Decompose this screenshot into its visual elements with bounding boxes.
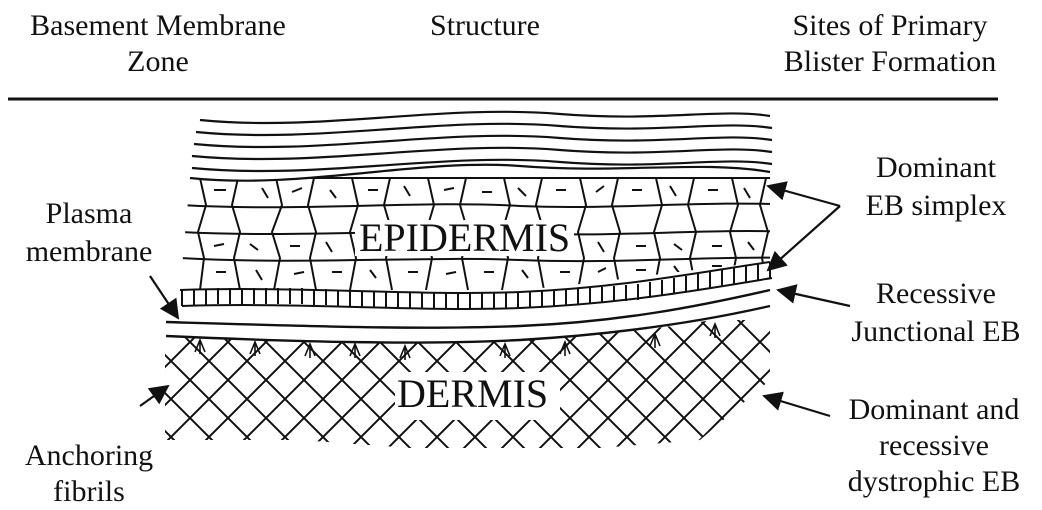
eb-simplex-label-1: Dominant	[838, 150, 1034, 186]
junctional-eb-label-2: Junctional EB	[838, 314, 1034, 350]
basal-layer	[180, 262, 772, 309]
dermis-label: DERMIS	[397, 376, 548, 412]
epidermis-label: EPIDERMIS	[355, 220, 574, 256]
junctional-eb-label-1: Recessive	[838, 276, 1034, 312]
header-structure: Structure	[385, 8, 585, 44]
plasma-membrane-label-1: Plasma	[0, 196, 178, 232]
header-bmz-line2: Zone	[8, 44, 308, 80]
plasma-membrane-label-2: membrane	[0, 234, 178, 270]
eb-simplex-label-2: EB simplex	[838, 188, 1034, 224]
anchoring-fibrils-label-2: fibrils	[0, 474, 178, 510]
dystrophic-eb-label-1: Dominant and	[828, 392, 1040, 428]
header-bmz-line1: Basement Membrane	[8, 8, 308, 44]
dystrophic-eb-label-3: dystrophic EB	[828, 464, 1040, 500]
anchoring-fibrils-label-1: Anchoring	[0, 438, 178, 474]
header-sites-line1: Sites of Primary	[740, 8, 1040, 44]
header-sites-line2: Blister Formation	[740, 44, 1040, 80]
dystrophic-eb-label-2: recessive	[828, 428, 1040, 464]
stratum-corneum	[192, 112, 772, 171]
